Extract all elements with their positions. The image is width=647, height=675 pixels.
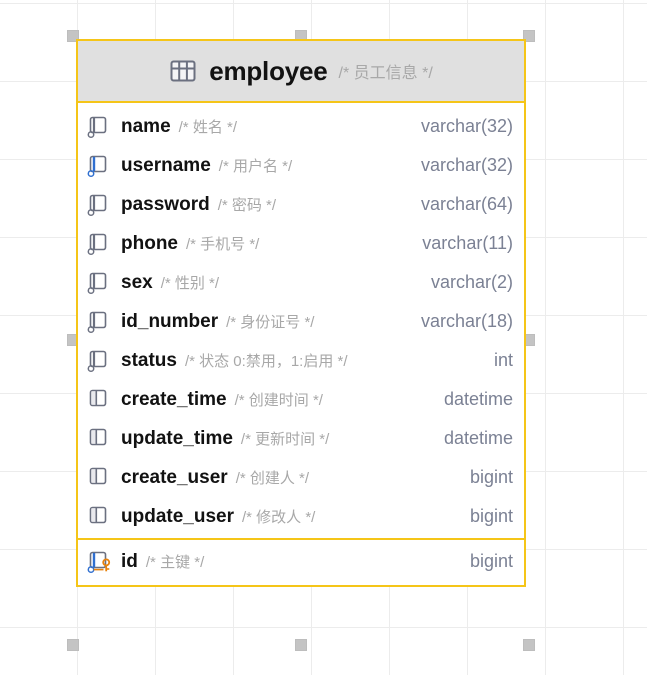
entity-header[interactable]: employee /* 员工信息 */ bbox=[78, 41, 524, 103]
field-row-name[interactable]: name /* 姓名 */ varchar(32) bbox=[78, 107, 524, 146]
field-type: bigint bbox=[469, 506, 513, 526]
handle-bottom-right[interactable] bbox=[524, 640, 534, 650]
field-row-update_time[interactable]: update_time /* 更新时间 */ datetime bbox=[78, 419, 524, 458]
field-row-phone[interactable]: phone /* 手机号 */ varchar(11) bbox=[78, 224, 524, 263]
handle-top-left[interactable] bbox=[68, 31, 78, 41]
field-name: sex bbox=[121, 271, 153, 293]
field-comment: /* 用户名 */ bbox=[218, 158, 293, 175]
table-icon bbox=[169, 58, 197, 84]
field-type: varchar(18) bbox=[420, 311, 513, 331]
field-name: status bbox=[121, 349, 177, 371]
field-type: bigint bbox=[469, 551, 513, 571]
field-name: id bbox=[121, 550, 138, 572]
column-icon bbox=[87, 389, 113, 411]
field-comment: /* 性别 */ bbox=[160, 275, 220, 292]
field-comment: /* 身份证号 */ bbox=[226, 314, 315, 331]
column-icon bbox=[87, 467, 113, 489]
handle-top-right[interactable] bbox=[524, 31, 534, 41]
column-unique-index-icon bbox=[87, 155, 113, 177]
handle-top-center[interactable] bbox=[296, 31, 306, 41]
field-type: int bbox=[493, 350, 513, 370]
entity-name: employee bbox=[209, 55, 328, 86]
field-type: varchar(32) bbox=[420, 116, 513, 136]
field-name: create_user bbox=[121, 466, 228, 488]
column-index-icon bbox=[87, 311, 113, 333]
field-type: datetime bbox=[443, 389, 513, 409]
field-type: datetime bbox=[443, 428, 513, 448]
field-name: update_user bbox=[121, 505, 234, 527]
field-row-sex[interactable]: sex /* 性别 */ varchar(2) bbox=[78, 263, 524, 302]
field-row-update_user[interactable]: update_user /* 修改人 */ bigint bbox=[78, 497, 524, 536]
handle-bottom-center[interactable] bbox=[296, 640, 306, 650]
column-index-icon bbox=[87, 116, 113, 138]
field-row-username[interactable]: username /* 用户名 */ varchar(32) bbox=[78, 146, 524, 185]
field-comment: /* 更新时间 */ bbox=[240, 431, 330, 448]
field-comment: /* 创建时间 */ bbox=[234, 392, 323, 409]
field-type: varchar(64) bbox=[420, 194, 513, 214]
primary-key-icon bbox=[87, 551, 113, 573]
field-type: varchar(2) bbox=[430, 272, 513, 292]
field-comment: /* 状态 0:禁用，1:启用 */ bbox=[184, 353, 348, 370]
field-type: varchar(11) bbox=[422, 233, 513, 253]
field-comment: /* 创建人 */ bbox=[235, 470, 310, 487]
handle-middle-left[interactable] bbox=[68, 335, 78, 345]
column-icon bbox=[87, 428, 113, 450]
field-row-id[interactable]: id /* 主键 */ bigint bbox=[78, 542, 524, 581]
field-name: id_number bbox=[121, 310, 219, 332]
field-comment: /* 主键 */ bbox=[145, 554, 205, 571]
column-index-icon bbox=[87, 233, 113, 255]
field-row-create_user[interactable]: create_user /* 创建人 */ bigint bbox=[78, 458, 524, 497]
handle-bottom-left[interactable] bbox=[68, 640, 78, 650]
field-row-password[interactable]: password /* 密码 */ varchar(64) bbox=[78, 185, 524, 224]
field-name: update_time bbox=[121, 427, 233, 449]
field-row-status[interactable]: status /* 状态 0:禁用，1:启用 */ int bbox=[78, 341, 524, 380]
field-name: name bbox=[121, 115, 171, 137]
column-index-icon bbox=[87, 350, 113, 372]
entity-table-employee[interactable]: employee /* 员工信息 */ name /* 姓名 */ varchar(… bbox=[76, 39, 526, 587]
field-name: password bbox=[121, 193, 210, 215]
handle-middle-right[interactable] bbox=[524, 335, 534, 345]
field-comment: /* 修改人 */ bbox=[241, 509, 316, 526]
column-index-icon bbox=[87, 272, 113, 294]
field-type: varchar(32) bbox=[420, 155, 513, 175]
field-row-create_time[interactable]: create_time /* 创建时间 */ datetime bbox=[78, 380, 524, 419]
field-name: username bbox=[121, 154, 211, 176]
field-list: name /* 姓名 */ varchar(32) username /* 用户名 */… bbox=[78, 103, 524, 538]
field-name: phone bbox=[121, 232, 178, 254]
field-comment: /* 姓名 */ bbox=[178, 119, 237, 136]
column-icon bbox=[87, 506, 113, 528]
column-index-icon bbox=[87, 194, 113, 216]
field-row-id_number[interactable]: id_number /* 身份证号 */ varchar(18) bbox=[78, 302, 524, 341]
entity-comment: /* 员工信息 */ bbox=[338, 65, 433, 82]
field-comment: /* 密码 */ bbox=[217, 197, 277, 214]
primary-key-list: id /* 主键 */ bigint bbox=[78, 538, 524, 585]
field-type: bigint bbox=[469, 467, 513, 487]
field-name: create_time bbox=[121, 388, 227, 410]
field-comment: /* 手机号 */ bbox=[186, 236, 260, 253]
